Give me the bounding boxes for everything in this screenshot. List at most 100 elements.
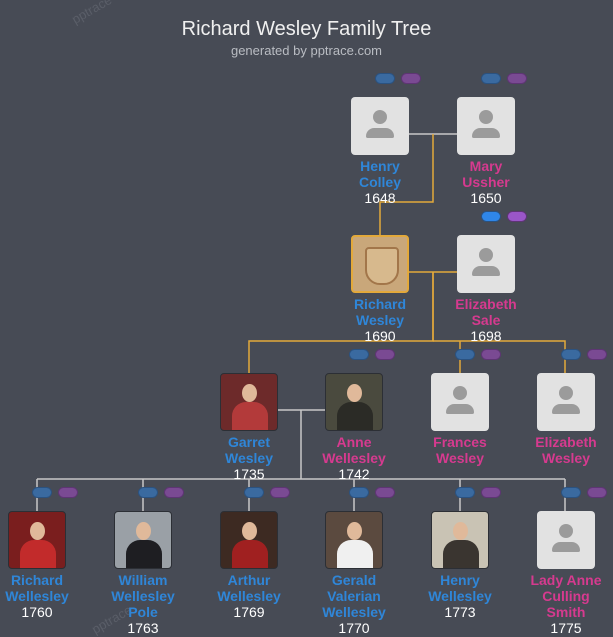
person-name[interactable]: Frances [433,434,487,450]
birth-year: 1690 [364,328,396,344]
children-toggle-icon[interactable] [587,487,607,498]
portrait-face [136,522,151,540]
birth-year: 1769 [233,604,265,620]
birth-year: 1760 [21,604,53,620]
children-toggle-icon[interactable] [401,73,421,84]
portrait-body [126,540,162,568]
person-silhouette-icon [559,524,573,538]
children-toggle-icon[interactable] [375,487,395,498]
person-name[interactable]: Lady Anne [530,572,602,588]
portrait-body [337,540,373,568]
person-silhouette-icon [472,266,500,276]
children-toggle-icon[interactable] [507,211,527,222]
person-card-henry-wellesley[interactable] [431,511,489,569]
person-name[interactable]: Sale [471,312,501,328]
person-name[interactable]: Anne [336,434,372,450]
birth-year: 1773 [444,604,476,620]
portrait-body [337,402,373,430]
birth-year: 1650 [470,190,502,206]
parents-toggle-icon[interactable] [455,349,475,360]
person-silhouette-icon [552,404,580,414]
person-name[interactable]: Wellesley [5,588,69,604]
person-name[interactable]: Elizabeth [535,434,597,450]
person-name[interactable]: Henry [440,572,480,588]
person-name[interactable]: Arthur [227,572,271,588]
birth-year: 1735 [233,466,265,482]
person-name[interactable]: Colley [358,174,401,190]
connector-line [433,340,566,373]
person-card-richard-wellesley[interactable] [8,511,66,569]
parents-toggle-icon[interactable] [375,73,395,84]
person-card-gerald-valerian-wellesley[interactable] [325,511,383,569]
parents-toggle-icon[interactable] [138,487,158,498]
person-name[interactable]: Valerian [327,588,381,604]
parents-toggle-icon[interactable] [481,73,501,84]
parents-toggle-icon[interactable] [561,349,581,360]
portrait-face [347,522,362,540]
person-name[interactable]: William [118,572,168,588]
person-name[interactable]: Wellesley [217,588,281,604]
person-silhouette-icon [559,386,573,400]
person-name[interactable]: Wellesley [111,588,175,604]
parents-toggle-icon[interactable] [349,487,369,498]
person-card-garret-wesley[interactable] [220,373,278,431]
person-name[interactable]: Richard [353,296,407,312]
person-card-arthur-wellesley[interactable] [220,511,278,569]
children-toggle-icon[interactable] [270,487,290,498]
person-card-elizabeth-wesley[interactable] [537,373,595,431]
person-card-mary-ussher[interactable] [457,97,515,155]
parents-toggle-icon[interactable] [481,211,501,222]
children-toggle-icon[interactable] [587,349,607,360]
person-name[interactable]: Wellesley [322,450,386,466]
person-name[interactable]: Garret [227,434,271,450]
portrait-body [20,540,56,568]
person-name[interactable]: Richard [10,572,64,588]
birth-year: 1770 [338,620,370,636]
person-name[interactable]: Wesley [225,450,273,466]
person-card-anne-wellesley[interactable] [325,373,383,431]
person-name[interactable]: Elizabeth [455,296,517,312]
parents-toggle-icon[interactable] [32,487,52,498]
birth-year: 1763 [127,620,159,636]
person-name[interactable]: Culling [542,588,590,604]
children-toggle-icon[interactable] [481,487,501,498]
person-name[interactable]: Wellesley [322,604,386,620]
person-name[interactable]: Wesley [436,450,484,466]
person-silhouette-icon [446,404,474,414]
portrait-body [232,402,268,430]
person-card-william-wellesley-pole[interactable] [114,511,172,569]
connector-line [379,134,434,235]
children-toggle-icon[interactable] [507,73,527,84]
birth-year: 1698 [470,328,502,344]
person-name[interactable]: Mary [469,158,503,174]
person-silhouette-icon [472,128,500,138]
portrait-face [242,384,257,402]
birth-year: 1648 [364,190,396,206]
children-toggle-icon[interactable] [481,349,501,360]
person-card-lady-anne-culling-smith[interactable] [537,511,595,569]
person-name[interactable]: Wesley [542,450,590,466]
person-silhouette-icon [453,386,467,400]
parents-toggle-icon[interactable] [561,487,581,498]
person-silhouette-icon [552,542,580,552]
parents-toggle-icon[interactable] [455,487,475,498]
person-name[interactable]: Smith [546,604,586,620]
person-card-elizabeth-sale[interactable] [457,235,515,293]
children-toggle-icon[interactable] [164,487,184,498]
portrait-face [30,522,45,540]
person-name[interactable]: Wellesley [428,588,492,604]
person-name[interactable]: Wesley [356,312,404,328]
parents-toggle-icon[interactable] [349,349,369,360]
children-toggle-icon[interactable] [58,487,78,498]
portrait-body [232,540,268,568]
person-name[interactable]: Henry [360,158,400,174]
person-name[interactable]: Ussher [462,174,510,190]
person-card-frances-wesley[interactable] [431,373,489,431]
person-name[interactable]: Gerald [331,572,377,588]
parents-toggle-icon[interactable] [244,487,264,498]
person-name[interactable]: Pole [128,604,158,620]
children-toggle-icon[interactable] [375,349,395,360]
person-card-richard-wesley[interactable] [351,235,409,293]
person-card-henry-colley[interactable] [351,97,409,155]
